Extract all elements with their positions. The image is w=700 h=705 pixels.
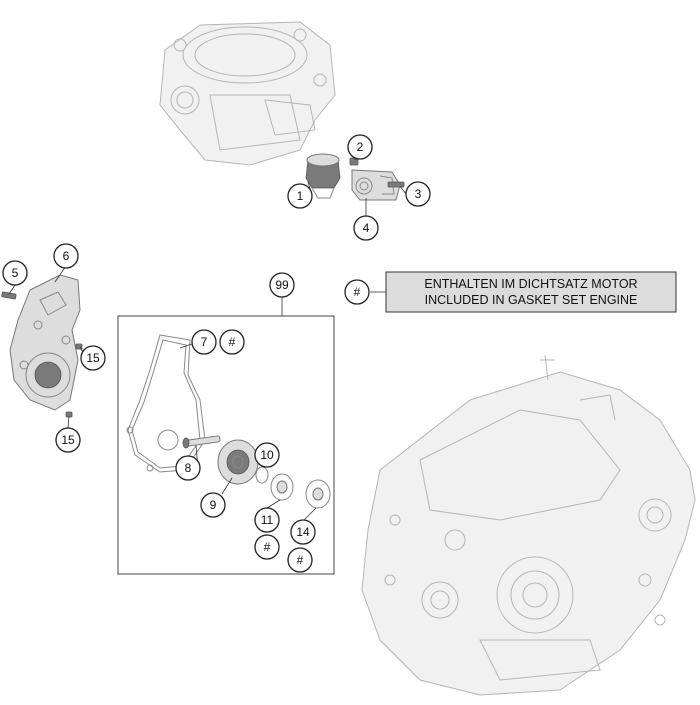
screw-part-5: [1, 291, 17, 300]
note-line-en: INCLUDED IN GASKET SET ENGINE: [425, 293, 638, 307]
callout-2: 2: [347, 134, 373, 160]
callout-11: 11: [254, 507, 280, 533]
water-pump-kit-group-box: [117, 315, 335, 575]
callout-14: 14: [290, 519, 316, 545]
impeller-part-9: [217, 439, 259, 485]
callout-7-label: 7: [201, 335, 208, 349]
callout-3: 3: [405, 181, 431, 207]
callout-99: 99: [269, 272, 295, 298]
callout-3-label: 3: [415, 187, 422, 201]
gasket-set-note: ENTHALTEN IM DICHTSATZ MOTOR INCLUDED IN…: [344, 271, 677, 313]
thermostat-part-1: [305, 153, 341, 199]
crankcase-illustration: [361, 354, 696, 696]
callout-14-label: 14: [296, 525, 310, 539]
cylinder-illustration: [159, 21, 336, 166]
note-symbol: #: [354, 285, 361, 299]
callout-7: 7: [191, 329, 217, 355]
note-symbol-circle: [344, 279, 370, 305]
callout-6: 6: [53, 243, 79, 269]
callout-7-hash: #: [219, 329, 245, 355]
callout-15-lower-label: 15: [61, 433, 75, 447]
callout-5: 5: [2, 260, 28, 286]
callout-2-label: 2: [357, 140, 364, 154]
callout-14-hash-label: #: [297, 553, 304, 567]
thermostat-housing-part-4: [351, 169, 401, 201]
callout-6-label: 6: [63, 249, 70, 263]
callout-8: 8: [175, 455, 201, 481]
callout-9-label: 9: [210, 498, 217, 512]
callout-9: 9: [200, 492, 226, 518]
callout-1: 1: [287, 183, 313, 209]
note-line-de: ENTHALTEN IM DICHTSATZ MOTOR: [424, 277, 637, 291]
seal-part-14: [305, 479, 331, 509]
shaft-part-8: [182, 435, 221, 449]
callout-14-hash: #: [287, 547, 313, 573]
callout-11-label: 11: [261, 513, 274, 527]
callout-7-hash-label: #: [229, 335, 236, 349]
washer-part-10: [255, 466, 269, 484]
water-pump-cover-part-6: [9, 274, 81, 411]
callout-8-label: 8: [185, 461, 192, 475]
callout-15-lower: 15: [55, 427, 81, 453]
gasket-part-7: [126, 334, 206, 473]
group-label: 99: [275, 278, 289, 292]
callout-1-label: 1: [297, 189, 304, 203]
callout-10: 10: [254, 442, 280, 468]
callout-15-upper: 15: [80, 345, 106, 371]
seal-part-11: [270, 473, 294, 501]
callout-5-label: 5: [12, 266, 19, 280]
callout-11-hash-label: #: [264, 540, 271, 554]
callout-4-label: 4: [363, 221, 370, 235]
callout-11-hash: #: [254, 534, 280, 560]
callout-10-label: 10: [260, 448, 274, 462]
callout-4: 4: [353, 215, 379, 241]
note-box: [385, 271, 677, 313]
screw-part-3: [387, 181, 405, 188]
callout-15-upper-label: 15: [86, 351, 100, 365]
